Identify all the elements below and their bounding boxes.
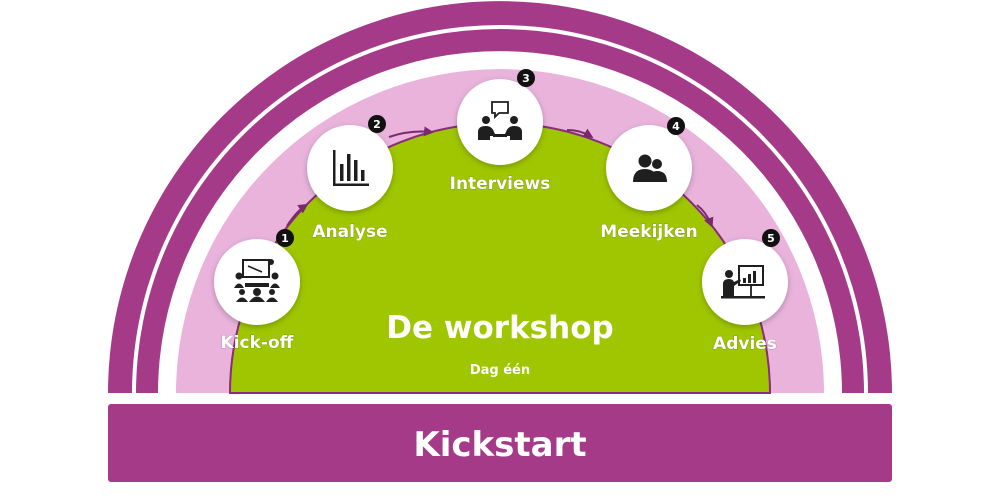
step-number: 3 <box>522 72 530 85</box>
connector-4-5 <box>696 204 714 228</box>
step-circle <box>606 125 692 211</box>
interview-conversation-icon <box>478 101 522 140</box>
step-connectors <box>286 126 714 228</box>
center-title: De workshop <box>386 310 613 346</box>
connector-2-3 <box>388 126 434 138</box>
kickstart-banner: Kickstart <box>108 404 892 482</box>
meeting-presentation-icon <box>234 259 280 302</box>
step-number-badge <box>762 229 780 247</box>
step-interviews: 3 Interviews <box>449 69 551 195</box>
step-number-badge <box>276 229 294 247</box>
center-subtitle: Dag één <box>470 363 530 378</box>
step-kickoff: 1 Kick-off <box>214 229 300 354</box>
step-number-badge <box>667 117 685 135</box>
step-number-badge <box>517 69 535 87</box>
step-number: 5 <box>767 232 775 245</box>
presenter-chart-icon <box>721 265 765 299</box>
banner-background <box>108 404 892 482</box>
dashed-arc <box>133 26 867 394</box>
step-analyse: 2 Analyse <box>307 115 393 243</box>
step-number: 1 <box>281 232 289 245</box>
step-number: 4 <box>672 120 680 133</box>
step-number: 2 <box>373 118 381 131</box>
bar-chart-icon <box>333 150 369 186</box>
step-label: Meekijken <box>600 222 697 242</box>
step-advies: 5 Advies <box>702 229 788 355</box>
step-meekijken: 4 Meekijken <box>600 117 698 243</box>
step-circle <box>214 239 300 325</box>
step-number-badge <box>368 115 386 133</box>
step-label: Interviews <box>450 174 551 194</box>
step-circle <box>457 79 543 165</box>
banner-title: Kickstart <box>413 425 586 465</box>
step-label: Kick-off <box>221 333 294 353</box>
step-label: Analyse <box>312 222 387 242</box>
connector-1-2 <box>286 203 309 227</box>
users-icon <box>633 154 667 182</box>
step-label: Advies <box>713 334 777 354</box>
connector-3-4 <box>566 128 594 139</box>
